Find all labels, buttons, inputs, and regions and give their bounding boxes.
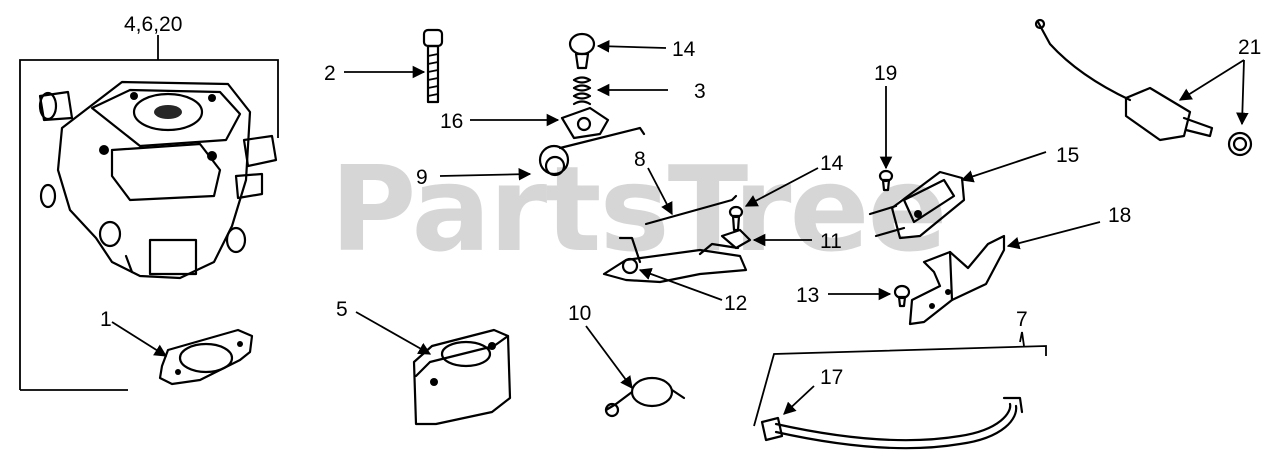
carburetor-choke-tube — [38, 90, 74, 122]
screw-lower[interactable] — [728, 167, 819, 232]
label-8: 8 — [634, 148, 646, 171]
watermark-logo: PartsTree — [330, 140, 948, 278]
carburetor-bowl-cover — [110, 142, 222, 202]
fuel-line-assembly[interactable] — [753, 331, 1047, 450]
carburetor-assembly[interactable] — [19, 35, 279, 391]
label-11: 11 — [820, 230, 842, 253]
clip[interactable] — [720, 228, 812, 250]
fuel-pump[interactable] — [868, 151, 1047, 240]
carburetor-spacer[interactable] — [355, 311, 512, 426]
label-3: 3 — [694, 80, 706, 103]
label-2: 2 — [324, 62, 336, 85]
label-14-lower: 14 — [820, 152, 844, 175]
label-14-top: 14 — [672, 38, 696, 61]
label-5: 5 — [336, 298, 348, 321]
label-10: 10 — [568, 302, 591, 325]
vacuum-actuator[interactable] — [585, 325, 686, 418]
label-21: 21 — [1238, 36, 1261, 59]
fuel-pump-screw[interactable] — [878, 86, 894, 192]
label-7: 7 — [1016, 308, 1028, 331]
spring[interactable] — [572, 76, 668, 106]
governor-spring[interactable] — [439, 126, 646, 181]
label-18: 18 — [1108, 204, 1131, 227]
screw-top[interactable] — [568, 32, 667, 70]
label-9: 9 — [416, 166, 428, 189]
label-4-6-20: 4,6,20 — [124, 13, 182, 36]
carburetor-throat — [132, 92, 204, 132]
label-19: 19 — [874, 62, 897, 85]
carburetor-fuel-bowl — [148, 238, 198, 276]
label-16: 16 — [440, 110, 463, 133]
assembly-bracket — [19, 59, 279, 390]
carburetor-top-flange — [90, 88, 242, 148]
mounting-bolt[interactable] — [344, 28, 444, 104]
label-1: 1 — [100, 308, 112, 331]
link-rod[interactable] — [644, 167, 738, 226]
hose-clamp[interactable] — [783, 385, 815, 415]
bracket-screw[interactable] — [828, 284, 911, 308]
carburetor-gasket[interactable] — [111, 321, 254, 386]
throttle-bracket[interactable] — [602, 236, 748, 301]
fuel-line-bracket — [753, 345, 1047, 427]
label-13: 13 — [796, 284, 819, 307]
carburetor-side-fitting — [242, 134, 278, 168]
label-12: 12 — [724, 292, 747, 315]
pump-bracket[interactable] — [908, 221, 1101, 326]
clamp[interactable] — [470, 106, 610, 140]
label-15: 15 — [1056, 144, 1079, 167]
fuel-shutoff-solenoid[interactable] — [1034, 18, 1253, 157]
label-17: 17 — [820, 366, 843, 389]
carburetor-body — [56, 80, 252, 280]
